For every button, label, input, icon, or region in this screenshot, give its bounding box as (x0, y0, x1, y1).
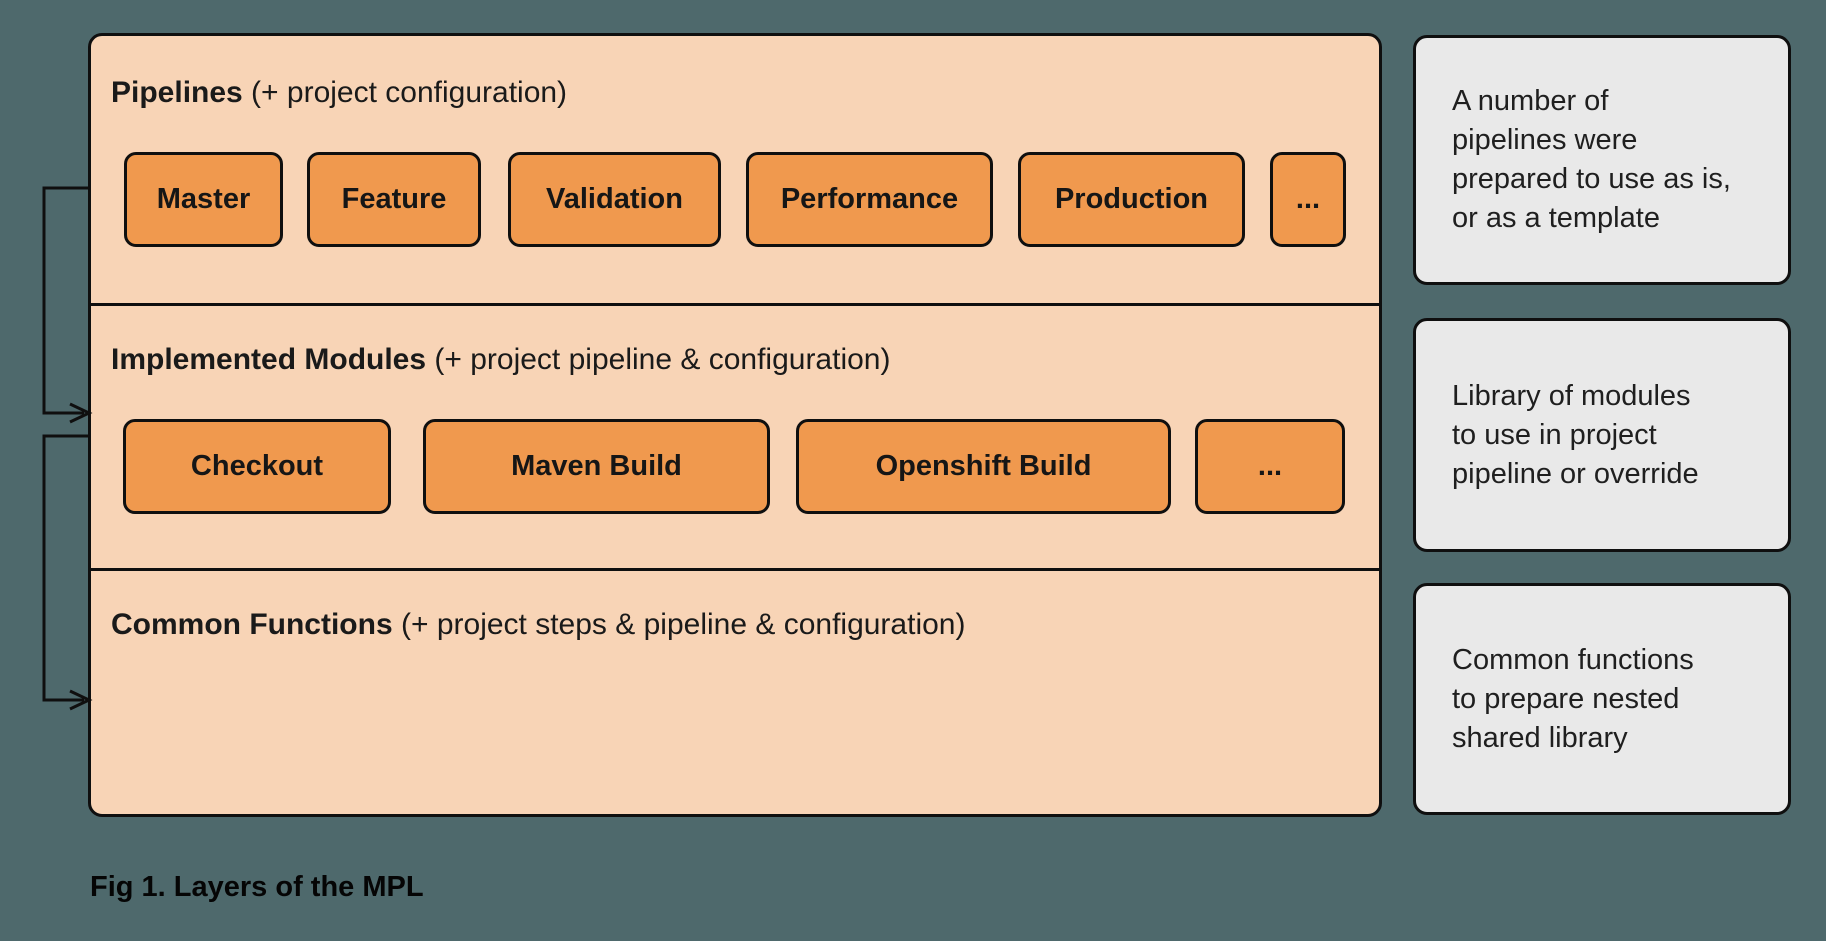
pipeline-button-production: Production (1018, 152, 1245, 247)
pipeline-button-more: ... (1270, 152, 1346, 247)
note-pipelines: A number of pipelines were prepared to u… (1413, 35, 1791, 285)
divider-pipelines-modules (91, 303, 1379, 306)
module-button-more: ... (1195, 419, 1345, 514)
pipeline-button-performance: Performance (746, 152, 993, 247)
divider-modules-functions (91, 568, 1379, 571)
layer-modules-title-rest: (+ project pipeline & configuration) (426, 343, 891, 376)
pipeline-button-master: Master (124, 152, 283, 247)
module-button-maven-build: Maven Build (423, 419, 770, 514)
mpl-layers-panel: Pipelines (+ project configuration) Mast… (88, 33, 1382, 817)
note-pipelines-line: pipelines were (1452, 124, 1638, 156)
note-functions-line: shared library (1452, 721, 1628, 754)
layer-implemented-modules: Implemented Modules (+ project pipeline … (91, 303, 1379, 568)
pipeline-button-validation: Validation (508, 152, 721, 247)
note-pipelines-line: or as a template (1452, 202, 1660, 234)
note-modules-line: to use in project (1452, 418, 1657, 451)
layer-functions-title-bold: Common Functions (111, 608, 393, 641)
layer-pipelines-title: Pipelines (+ project configuration) (111, 75, 567, 111)
note-functions-line: Common functions (1452, 643, 1694, 676)
layer-modules-title: Implemented Modules (+ project pipeline … (111, 342, 890, 378)
note-functions-line: to prepare nested (1452, 682, 1680, 715)
note-modules-line: Library of modules (1452, 379, 1691, 412)
module-button-openshift-build: Openshift Build (796, 419, 1171, 514)
note-modules-line: pipeline or override (1452, 457, 1699, 490)
pipeline-button-feature: Feature (307, 152, 481, 247)
module-button-checkout: Checkout (123, 419, 391, 514)
layer-pipelines: Pipelines (+ project configuration) Mast… (91, 36, 1379, 303)
arrow-modules-to-functions (42, 434, 93, 711)
note-pipelines-line: A number of (1452, 85, 1609, 117)
arrow-pipelines-to-modules (42, 186, 93, 424)
note-modules: Library of modules to use in project pip… (1413, 318, 1791, 552)
layer-functions-title-rest: (+ project steps & pipeline & configurat… (392, 608, 966, 641)
layer-common-functions: Common Functions (+ project steps & pipe… (91, 568, 1379, 814)
note-functions: Common functions to prepare nested share… (1413, 583, 1791, 815)
note-pipelines-line: prepared to use as is, (1452, 163, 1731, 195)
figure-caption: Fig 1. Layers of the MPL (90, 871, 424, 903)
layer-pipelines-title-bold: Pipelines (111, 76, 243, 109)
layer-pipelines-title-rest: (+ project configuration) (242, 76, 568, 109)
layer-functions-title: Common Functions (+ project steps & pipe… (111, 607, 965, 643)
layer-modules-title-bold: Implemented Modules (111, 343, 427, 376)
